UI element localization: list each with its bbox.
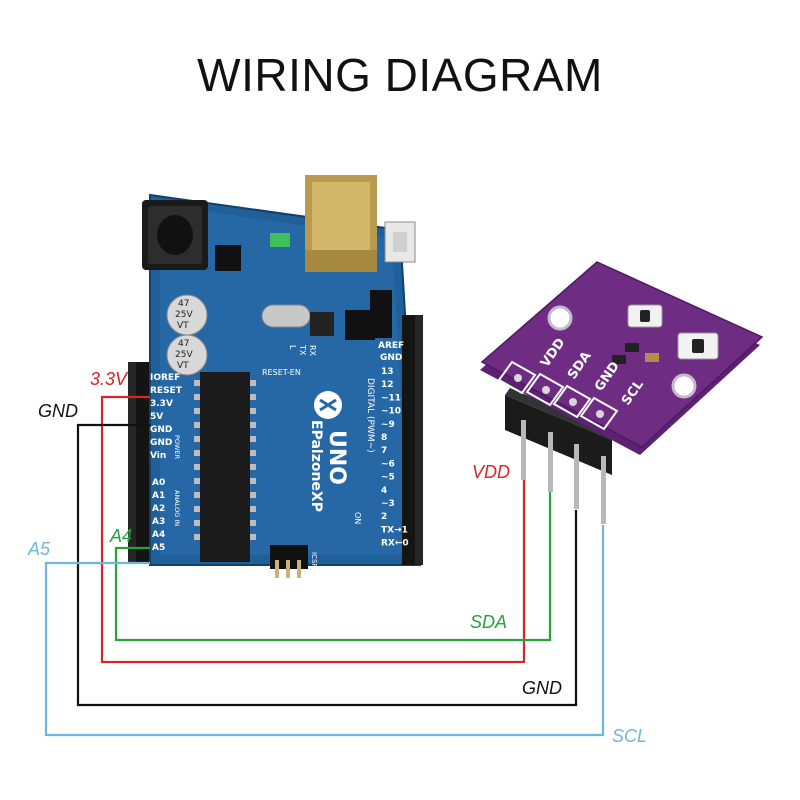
mount-hole-2	[671, 373, 697, 399]
sensor-pad-dots	[514, 374, 604, 418]
sensor-smd-3	[612, 355, 626, 364]
pin-leg-vdd	[521, 420, 526, 480]
capacitor-1: 47 25V VT	[166, 294, 208, 336]
pin-5v-label: 5V	[150, 412, 163, 422]
pin-leg-gnd	[574, 444, 579, 509]
digital-pin-label: 13	[381, 367, 394, 377]
wire-scl	[44, 525, 605, 737]
page-title: WIRING DIAGRAM	[197, 49, 603, 101]
icsp-header-bottom	[270, 545, 308, 578]
dc-power-jack	[142, 200, 208, 270]
on-label: ON	[353, 512, 362, 524]
label-scl: SCL	[612, 726, 647, 746]
rx-silk-label: RX	[308, 345, 317, 357]
pin-leg-sda	[548, 432, 553, 492]
header-2x3	[370, 290, 392, 338]
power-label: POWER	[173, 435, 181, 460]
label-a4: A4	[109, 526, 132, 546]
digital-pin-label: ~3	[381, 499, 395, 509]
sensor-smd-1	[625, 343, 639, 352]
aref-label: AREF	[378, 341, 404, 351]
pin-reset-label: RESET	[150, 386, 183, 396]
board-brand: EPalzoneXP	[308, 420, 324, 512]
cap2-text-2: 25V	[175, 350, 193, 360]
pin-gnd1-label: GND	[150, 425, 172, 435]
sensor-pin-pads	[497, 360, 619, 431]
pin-gnd2-label: GND	[150, 438, 172, 448]
wires	[44, 395, 605, 737]
pin-a0-label: A0	[152, 478, 165, 488]
digital-pin-label: ~5	[381, 473, 395, 483]
sensor-chip-1	[627, 304, 663, 328]
cap1-text-1: 47	[178, 299, 189, 309]
digital-pin-labels: 13 12 ~11 ~10 ~9 8 7 ~6 ~5 4 ~3 2TX→1RX←0	[381, 367, 409, 549]
label-3v3: 3.3V	[90, 369, 129, 389]
sensor-chip-2	[677, 332, 719, 360]
sensor-smd-2	[645, 353, 659, 362]
capacitor-2: 47 25V VT	[166, 334, 208, 376]
arduino-uno-board: 47 25V VT 47 25V VT	[128, 175, 423, 578]
digital-pin-label: 7	[381, 446, 387, 456]
sensor-pcb	[480, 261, 764, 448]
mount-hole-1	[547, 305, 573, 331]
board-logo	[314, 391, 342, 419]
reset-button	[384, 221, 416, 263]
reset-en-label: RESET-EN	[262, 368, 301, 377]
power-pin-labels: IOREF RESET 3.3V 5V GND GND Vin	[150, 373, 183, 461]
digital-pin-label: ~11	[381, 393, 401, 403]
tx-silk-label: TX	[298, 344, 307, 356]
digital-pin-label: RX←0	[381, 539, 409, 549]
pin-a1-label: A1	[152, 491, 165, 501]
digital-pin-label: ~6	[381, 459, 395, 469]
wire-gnd	[76, 423, 578, 707]
sensor-pin-legs	[521, 420, 606, 524]
wire-sda	[114, 492, 552, 642]
analog-pin-labels: A0 A1 A2 A3 A4 A5	[152, 478, 165, 553]
label-vdd: VDD	[472, 462, 510, 482]
pin-a4-label: A4	[152, 530, 165, 540]
label-sensor-gnd: GND	[522, 678, 562, 698]
pin-3v3-label: 3.3V	[150, 399, 173, 409]
digital-pin-label: ~10	[381, 407, 401, 417]
usb-b-port	[305, 175, 377, 272]
green-led-part	[270, 233, 290, 247]
crystal	[261, 304, 311, 328]
label-board-gnd: GND	[38, 401, 78, 421]
cap2-text-1: 47	[178, 339, 189, 349]
pin-a5-label: A5	[152, 543, 165, 553]
digital-label: DIGITAL (PWM~)	[365, 378, 375, 453]
analog-in-label: ANALOG IN	[173, 490, 181, 526]
cap1-text-2: 25V	[175, 310, 193, 320]
digital-pin-label: 8	[381, 433, 387, 443]
sensor-module: VDD SDA GND SCL	[480, 261, 764, 524]
right-header-strip	[402, 315, 423, 565]
cap1-text-3: VT	[177, 321, 189, 331]
wire-vdd	[100, 395, 526, 664]
icsp-label: ICSP	[310, 552, 318, 568]
pin-ioref-label: IOREF	[150, 373, 180, 383]
l-silk-label: L	[288, 345, 297, 350]
pin-a2-label: A2	[152, 504, 165, 514]
digital-pin-label: 12	[381, 380, 394, 390]
voltage-regulator	[215, 245, 241, 271]
pin-leg-scl	[601, 456, 606, 524]
digital-pin-label: ~9	[381, 420, 395, 430]
label-a5: A5	[27, 539, 51, 559]
digital-pin-label: TX→1	[381, 525, 408, 535]
label-sda: SDA	[470, 612, 507, 632]
pin-vin-label: Vin	[150, 451, 166, 461]
usb-chip	[310, 312, 334, 336]
left-header-strip	[128, 362, 149, 562]
digital-gnd-label: GND	[380, 353, 402, 363]
atmega-chip	[194, 372, 256, 562]
board-model: UNO	[324, 430, 349, 485]
pin-a3-label: A3	[152, 517, 165, 527]
cap2-text-3: VT	[177, 361, 189, 371]
digital-pin-label: 4	[381, 486, 387, 496]
digital-pin-label: 2	[381, 512, 387, 522]
